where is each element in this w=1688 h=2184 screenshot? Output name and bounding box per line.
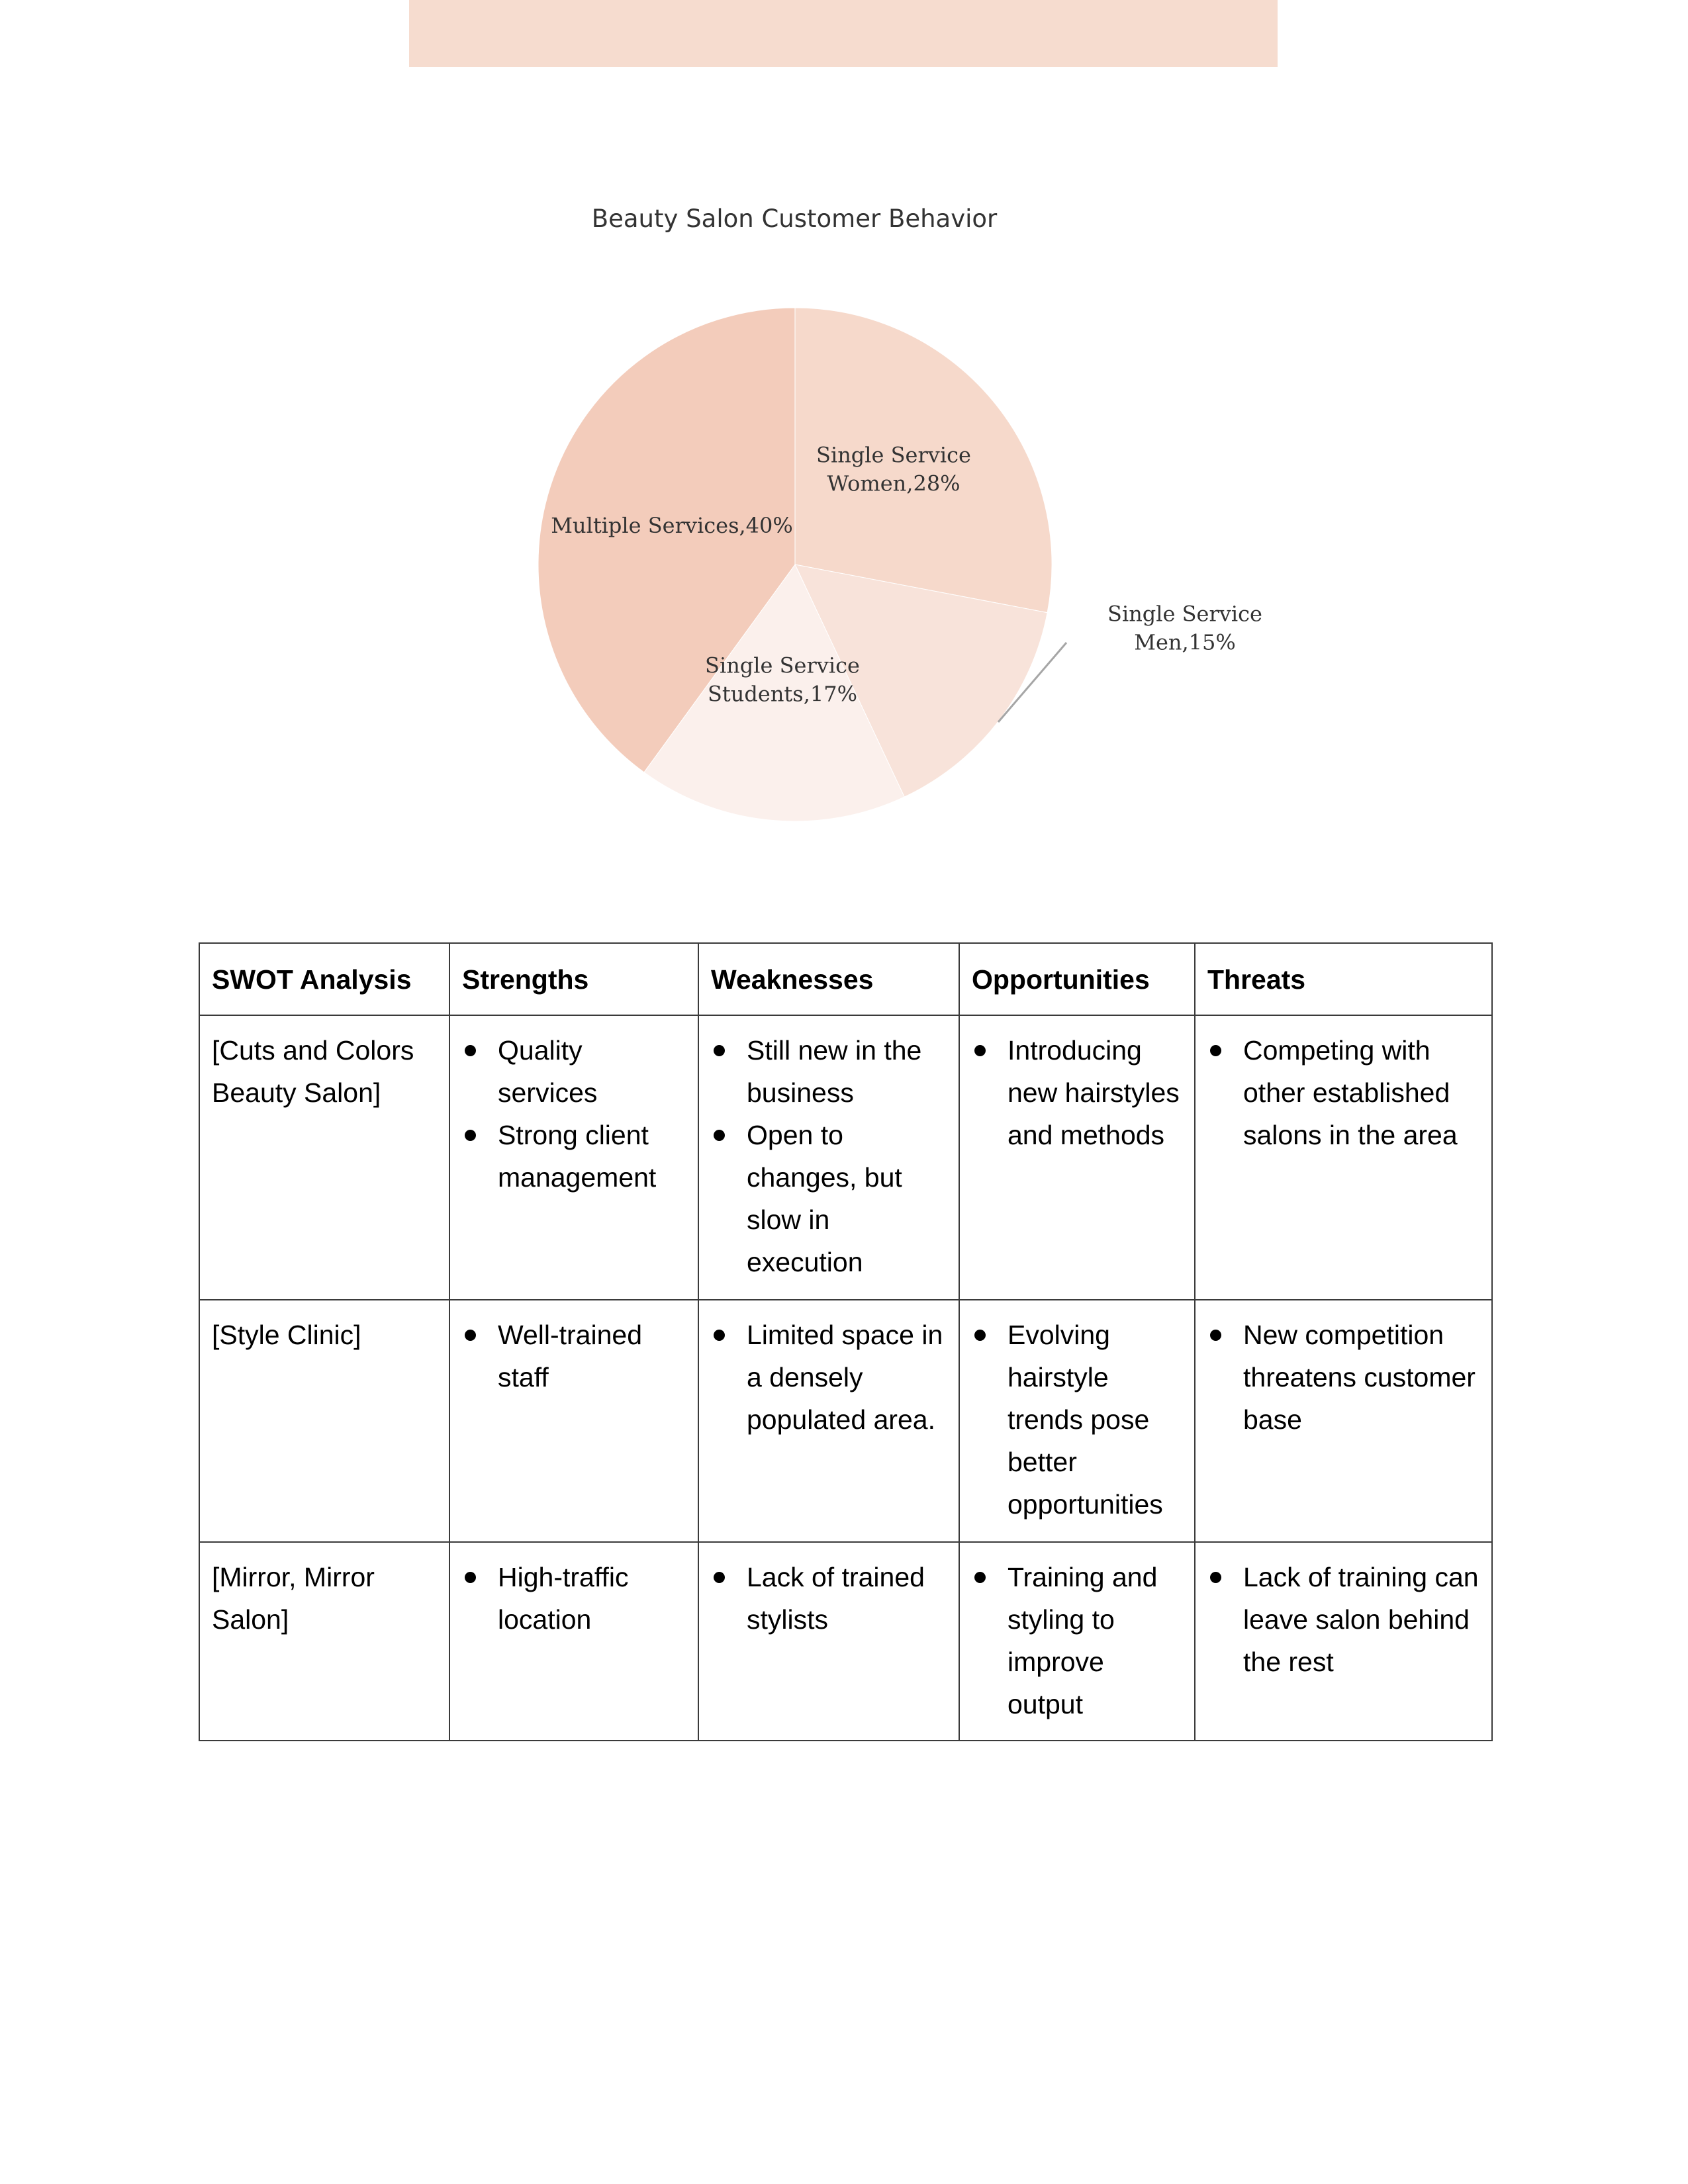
opportunity-text: Training and styling to improve output — [1008, 1562, 1158, 1719]
threats-cell: New competition threatens customer base — [1194, 1299, 1493, 1543]
swot-table: SWOT Analysis Strengths Weaknesses Oppor… — [199, 942, 1493, 1741]
weakness-text: Open to changes, but slow in execution — [747, 1120, 902, 1277]
bullet-icon — [1210, 1572, 1221, 1583]
list-item: Strong client management — [462, 1114, 687, 1199]
opportunities-cell: Training and styling to improve output — [959, 1541, 1196, 1741]
list-item: Training and styling to improve output — [972, 1556, 1184, 1725]
list-item: Well-trained staff — [462, 1314, 687, 1398]
weakness-text: Lack of trained stylists — [747, 1562, 925, 1635]
weaknesses-cell: Lack of trained stylists — [698, 1541, 960, 1741]
header-threats: Threats — [1194, 942, 1493, 1016]
bullet-icon — [714, 1330, 725, 1341]
pie-slice-multiple-services — [538, 307, 796, 773]
threat-text: Competing with other established salons … — [1243, 1035, 1458, 1150]
swot-header-row: SWOT Analysis Strengths Weaknesses Oppor… — [199, 942, 1493, 1016]
pie-slice-single-service-women — [794, 307, 1053, 614]
bullet-icon — [1210, 1045, 1221, 1056]
pie-slices — [538, 307, 1053, 822]
strength-text: Quality services — [498, 1035, 598, 1108]
weakness-text: Limited space in a densely populated are… — [747, 1320, 943, 1435]
bullet-icon — [714, 1572, 725, 1583]
competitor-name: [Cuts and Colors Beauty Salon] — [199, 1015, 450, 1300]
strength-text: Strong client management — [498, 1120, 657, 1193]
list-item: Introducing new hairstyles and methods — [972, 1029, 1184, 1156]
opportunities-cell: Introducing new hairstyles and methods — [959, 1015, 1196, 1300]
opportunity-text: Evolving hairstyle trends pose better op… — [1008, 1320, 1163, 1520]
header-strengths: Strengths — [449, 942, 699, 1016]
pie-label-multiple-services: Multiple Services,40% — [551, 513, 793, 538]
table-row: [Mirror, Mirror Salon] High-traffic loca… — [199, 1541, 1493, 1741]
pie-slice-single-service-students — [643, 564, 905, 822]
bullet-icon — [465, 1330, 476, 1341]
header-weaknesses: Weaknesses — [698, 942, 960, 1016]
bullet-icon — [1210, 1330, 1221, 1341]
bullet-icon — [714, 1045, 725, 1056]
list-item: Still new in the business — [711, 1029, 948, 1114]
weakness-text: Still new in the business — [747, 1035, 922, 1108]
weaknesses-cell: Limited space in a densely populated are… — [698, 1299, 960, 1543]
list-item: Lack of trained stylists — [711, 1556, 948, 1641]
chart-title: Beauty Salon Customer Behavior — [592, 205, 998, 233]
bullet-icon — [465, 1572, 476, 1583]
list-item: New competition threatens customer base — [1207, 1314, 1481, 1441]
threat-text: New competition threatens customer base — [1243, 1320, 1476, 1435]
pie-slice-single-service-men — [794, 564, 1048, 797]
bullet-icon — [465, 1130, 476, 1141]
pie-chart: Beauty Salon Customer Behavior Single Se… — [0, 0, 1688, 880]
list-item: High-traffic location — [462, 1556, 687, 1641]
pie-chart-svg: Beauty Salon Customer Behavior Single Se… — [538, 205, 1262, 822]
header-opportunities: Opportunities — [959, 942, 1196, 1016]
table-row: [Style Clinic] Well-trained staff Limite… — [199, 1299, 1493, 1543]
strengths-cell: Well-trained staff — [449, 1299, 699, 1543]
strength-text: High-traffic location — [498, 1562, 629, 1635]
competitor-name: [Mirror, Mirror Salon] — [199, 1541, 450, 1741]
list-item: Limited space in a densely populated are… — [711, 1314, 948, 1441]
opportunity-text: Introducing new hairstyles and methods — [1008, 1035, 1180, 1150]
threats-cell: Competing with other established salons … — [1194, 1015, 1493, 1300]
opportunities-cell: Evolving hairstyle trends pose better op… — [959, 1299, 1196, 1543]
strengths-cell: Quality services Strong client managemen… — [449, 1015, 699, 1300]
weaknesses-cell: Still new in the business Open to change… — [698, 1015, 960, 1300]
bullet-icon — [974, 1045, 986, 1056]
list-item: Lack of training can leave salon behind … — [1207, 1556, 1481, 1683]
bullet-icon — [465, 1045, 476, 1056]
bullet-icon — [974, 1572, 986, 1583]
list-item: Open to changes, but slow in execution — [711, 1114, 948, 1283]
list-item: Quality services — [462, 1029, 687, 1114]
strengths-cell: High-traffic location — [449, 1541, 699, 1741]
threats-cell: Lack of training can leave salon behind … — [1194, 1541, 1493, 1741]
list-item: Competing with other established salons … — [1207, 1029, 1481, 1156]
strength-text: Well-trained staff — [498, 1320, 642, 1392]
header-color-band — [409, 0, 1278, 67]
header-swot-analysis: SWOT Analysis — [199, 942, 450, 1016]
table-row: [Cuts and Colors Beauty Salon] Quality s… — [199, 1015, 1493, 1300]
men-slice-leader-line — [997, 642, 1068, 723]
bullet-icon — [974, 1330, 986, 1341]
threat-text: Lack of training can leave salon behind … — [1243, 1562, 1479, 1677]
competitor-name: [Style Clinic] — [199, 1299, 450, 1543]
list-item: Evolving hairstyle trends pose better op… — [972, 1314, 1184, 1525]
bullet-icon — [714, 1130, 725, 1141]
